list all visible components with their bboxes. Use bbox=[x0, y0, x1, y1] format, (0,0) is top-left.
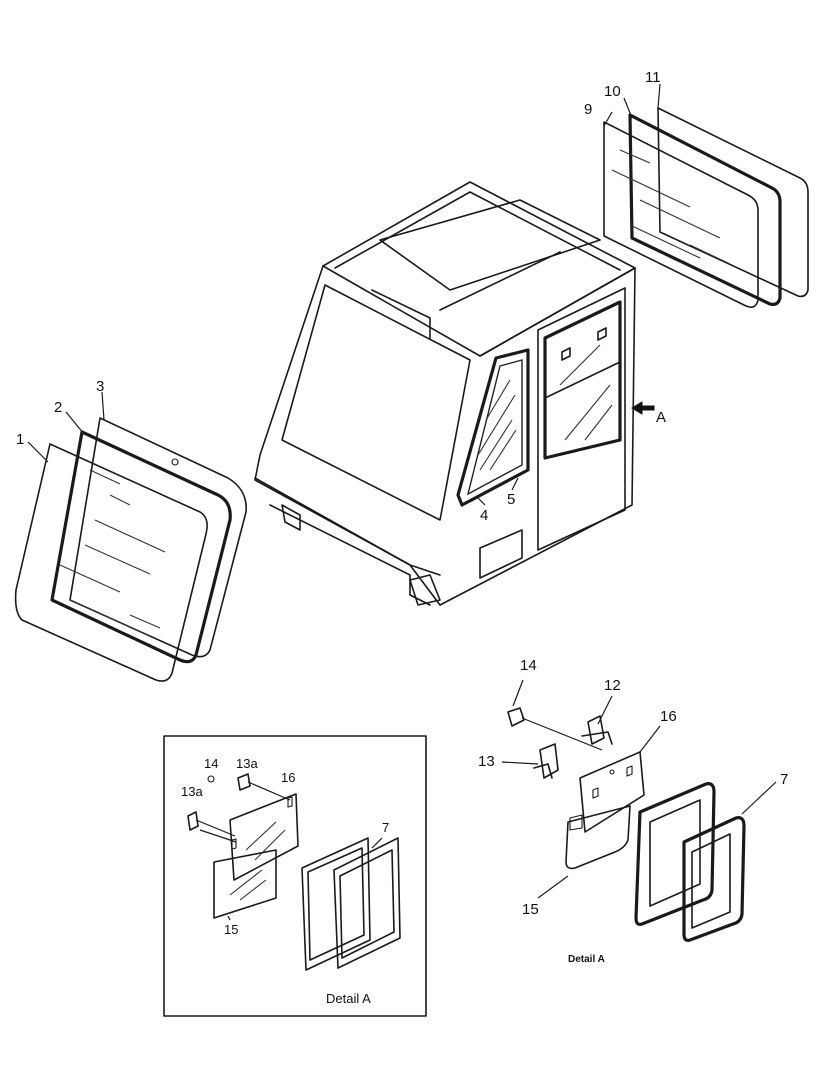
leader-lines bbox=[27, 83, 777, 921]
callout-5: 5 bbox=[507, 491, 515, 508]
inset-labels: 14 13a 13a 16 7 15 Detail A bbox=[181, 756, 389, 1006]
callout-4: 4 bbox=[480, 507, 488, 524]
callout-1: 1 bbox=[16, 431, 24, 448]
inset-callout-7: 7 bbox=[382, 820, 389, 835]
callout-14: 14 bbox=[520, 657, 537, 674]
inset-callout-14: 14 bbox=[204, 756, 218, 771]
callout-13: 13 bbox=[478, 753, 495, 770]
callout-10: 10 bbox=[604, 83, 621, 100]
callout-11: 11 bbox=[645, 69, 661, 86]
detail-a-inset bbox=[163, 735, 427, 1017]
callout-15: 15 bbox=[522, 901, 539, 918]
rear-glass-group bbox=[603, 107, 809, 308]
front-glass-group bbox=[14, 417, 247, 682]
inset-callout-16: 16 bbox=[281, 770, 295, 785]
callout-labels: 1 2 3 4 5 9 10 11 A 14 12 16 13 7 15 Det… bbox=[16, 69, 788, 965]
arrow-a-icon bbox=[631, 401, 655, 415]
inset-callout-13a-left: 13a bbox=[181, 784, 203, 799]
detail-a-caption: Detail A bbox=[568, 954, 605, 965]
callout-9: 9 bbox=[584, 101, 592, 118]
inset-callout-13a-top: 13a bbox=[236, 756, 258, 771]
inset-callout-15: 15 bbox=[224, 922, 238, 937]
inset-caption: Detail A bbox=[326, 991, 371, 1006]
detail-a-parts bbox=[507, 707, 746, 942]
callout-3: 3 bbox=[96, 378, 104, 395]
callout-2: 2 bbox=[54, 399, 62, 416]
callout-16: 16 bbox=[660, 708, 677, 725]
callout-7: 7 bbox=[780, 771, 788, 788]
callout-arrow-a: A bbox=[656, 409, 666, 426]
callout-12: 12 bbox=[604, 677, 621, 694]
cab-body bbox=[254, 181, 636, 606]
